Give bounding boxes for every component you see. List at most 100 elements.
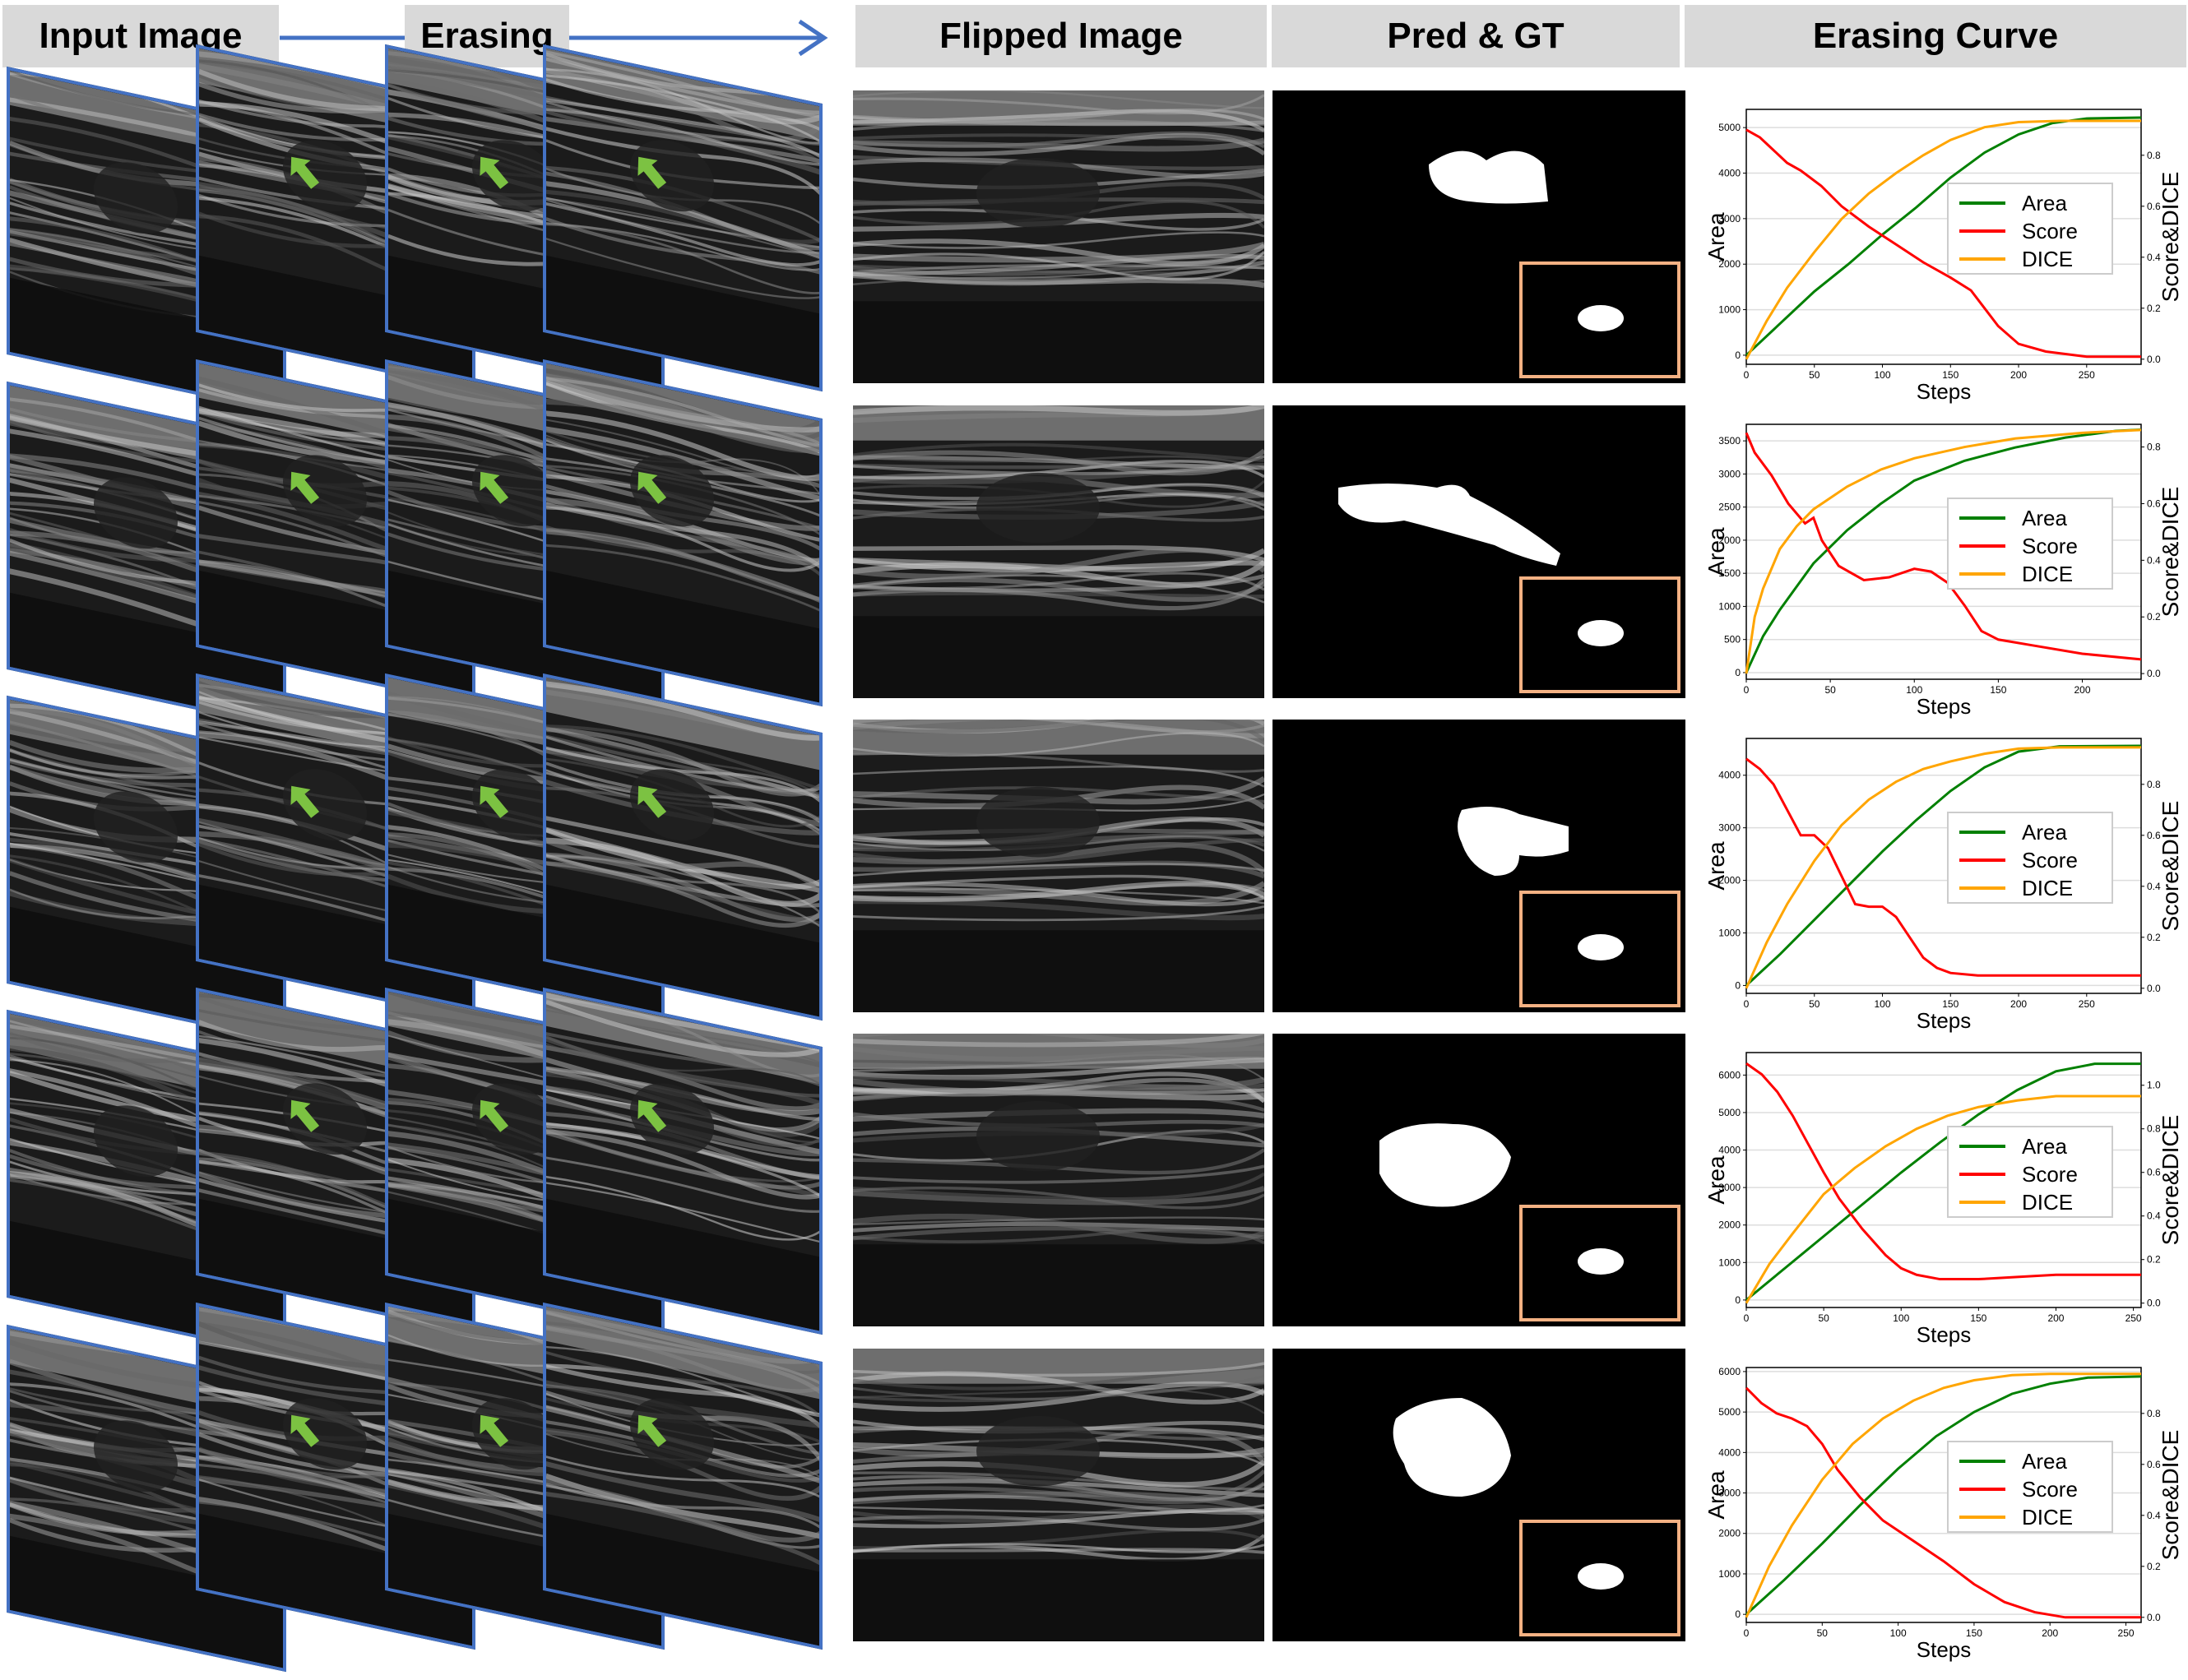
erasing-step-frame (543, 673, 823, 1021)
green-arrow-icon (290, 471, 320, 504)
header-input-image: Input Image (2, 5, 279, 67)
x-tick-label: 0 (1744, 684, 1750, 696)
ultrasound-image (853, 405, 1264, 698)
x-tick-label: 250 (2079, 369, 2095, 381)
x-tick-label: 150 (1966, 1627, 1982, 1639)
y-tick-label: 1000 (1718, 927, 1741, 938)
y-tick-label: 1000 (1718, 1568, 1741, 1580)
y-tick-label: 2000 (1718, 1528, 1741, 1539)
y2-tick-label: 0.0 (2147, 1298, 2161, 1309)
legend-label: Area (2022, 1449, 2067, 1474)
pred-mask (1272, 720, 1685, 1012)
legend-label: DICE (2022, 1505, 2073, 1530)
series-line-score (1745, 432, 2142, 661)
x-tick-label: 0 (1744, 369, 1750, 381)
y2-tick-label: 0.2 (2147, 611, 2161, 622)
y-tick-label: 500 (1724, 634, 1741, 646)
flipped-image (853, 405, 1264, 698)
legend-label: Score (2022, 848, 2078, 872)
flipped-image (853, 90, 1264, 383)
y-tick-label: 3000 (1718, 822, 1741, 834)
legend-label: DICE (2022, 247, 2073, 271)
y-axis-label: Area (1704, 212, 1729, 261)
legend-label: Score (2022, 1477, 2078, 1502)
y-axis-label: Area (1704, 1470, 1729, 1520)
y-tick-label: 1000 (1718, 600, 1741, 612)
ultrasound-image (546, 48, 823, 392)
header-erasing: Erasing (405, 5, 569, 67)
x-axis-label: Steps (1917, 694, 1972, 719)
gt-inset (1519, 1205, 1680, 1321)
series-line-area (1745, 116, 2142, 357)
x-tick-label: 50 (1818, 1312, 1829, 1324)
series-line-area (1745, 744, 2142, 987)
series-line-dice (1745, 119, 2141, 360)
y-tick-label: 2000 (1718, 1220, 1741, 1231)
x-tick-label: 200 (2010, 998, 2027, 1010)
x-tick-label: 0 (1744, 1627, 1750, 1639)
y-tick-label: 0 (1735, 1608, 1741, 1620)
ultrasound-image (853, 1034, 1264, 1326)
series-line-dice (1745, 746, 2141, 989)
plot-frame (1745, 109, 2142, 365)
y2-tick-label: 0.4 (2147, 1510, 2161, 1521)
y-axis-label: Area (1704, 527, 1729, 576)
y-tick-label: 3000 (1718, 1488, 1741, 1499)
y2-axis-label: Score&DICE (2158, 1115, 2183, 1246)
gt-inset (1519, 891, 1680, 1007)
y-axis-label: Area (1704, 1155, 1729, 1205)
y2-tick-label: 0.8 (2147, 150, 2161, 161)
y-tick-label: 3000 (1718, 213, 1741, 224)
y2-tick-label: 0.6 (2147, 1167, 2161, 1178)
y-tick-label: 2000 (1718, 535, 1741, 546)
x-tick-label: 250 (2125, 1312, 2142, 1324)
gt-shape (1578, 620, 1624, 646)
y2-tick-label: 0.4 (2147, 554, 2161, 566)
gt-inset (1519, 1520, 1680, 1636)
x-tick-label: 0 (1744, 998, 1750, 1010)
y-tick-label: 2000 (1718, 258, 1741, 270)
green-arrow-icon (290, 1099, 320, 1132)
x-tick-label: 150 (1942, 998, 1959, 1010)
plot-frame (1745, 738, 2142, 994)
x-axis-label: Steps (1917, 1008, 1972, 1033)
x-tick-label: 50 (1817, 1627, 1829, 1639)
pred-mask (1272, 1034, 1685, 1326)
x-tick-label: 200 (2010, 369, 2027, 381)
series-line-dice (1745, 1372, 2141, 1618)
green-arrow-icon (480, 471, 509, 504)
y-tick-label: 0 (1735, 667, 1741, 678)
y-tick-label: 4000 (1718, 770, 1741, 781)
erasing-curve-chart: 01000200030004000500060000.00.20.40.60.8… (1704, 1366, 2183, 1662)
x-tick-label: 200 (2074, 684, 2090, 696)
erasing-curve-chart: 05001000150020002500300035000.00.20.40.6… (1704, 423, 2183, 719)
erasing-step-frame (543, 987, 823, 1335)
ultrasound-image (853, 90, 1264, 383)
y2-tick-label: 0.6 (2147, 201, 2161, 212)
erasing-step-frame (543, 1302, 823, 1650)
pred-mask (1272, 90, 1685, 383)
plot-frame (1745, 423, 2142, 680)
x-tick-label: 0 (1744, 1312, 1750, 1324)
plot-frame (1745, 1052, 2142, 1308)
x-axis-label: Steps (1917, 379, 1972, 404)
x-tick-label: 200 (2042, 1627, 2058, 1639)
pred-mask (1272, 1349, 1685, 1641)
gt-shape (1578, 1248, 1624, 1275)
y2-tick-label: 1.0 (2147, 1080, 2161, 1091)
pred-mask (1272, 405, 1685, 698)
pred-shape (1393, 1398, 1511, 1497)
plot-frame (1745, 1367, 2142, 1623)
ultrasound-image (546, 363, 823, 707)
x-tick-label: 100 (1875, 369, 1891, 381)
x-axis-label: Steps (1917, 1637, 1972, 1662)
green-arrow-icon (480, 1099, 509, 1132)
gt-shape (1578, 934, 1624, 960)
y-tick-label: 2500 (1718, 502, 1741, 513)
x-tick-label: 100 (1890, 1627, 1907, 1639)
header-erasing-curve: Erasing Curve (1685, 5, 2186, 67)
green-arrow-icon (290, 156, 320, 189)
gt-shape (1578, 305, 1624, 331)
y-tick-label: 1500 (1718, 567, 1741, 579)
